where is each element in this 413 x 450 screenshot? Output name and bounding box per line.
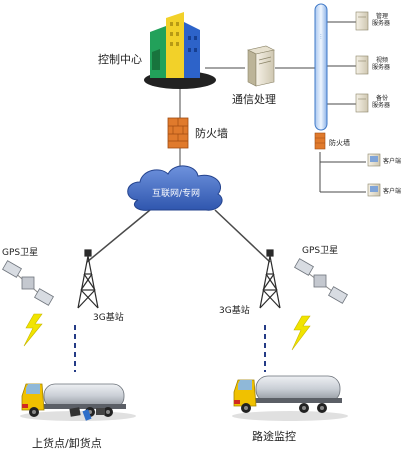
client-2-label: 客户端	[383, 187, 401, 195]
gps-left-label: GPS卫星	[2, 247, 38, 258]
firewall-server-icon	[314, 132, 326, 150]
server-1-label: 管理 服务器	[372, 12, 390, 27]
server-2-icon	[355, 55, 369, 75]
firewall-main-label: 防火墙	[195, 126, 228, 140]
server-3-label: 备份 服务器	[372, 94, 390, 109]
connector-lines	[86, 21, 366, 263]
comm-processing-label: 通信处理	[232, 93, 276, 106]
server-2-label: 视频 服务器	[372, 56, 390, 71]
internet-cloud-icon	[127, 165, 223, 211]
loading-point-label: 上货点/卸货点	[32, 436, 102, 450]
internet-vpn-label: 互联网/专网	[152, 187, 200, 199]
handheld-device-icon	[69, 407, 105, 421]
control-center-icon	[144, 12, 216, 89]
truck-left-icon	[20, 383, 136, 421]
route-monitoring-label: 路途监控	[252, 429, 296, 443]
tower-left-icon	[77, 249, 99, 309]
server-1-label-line1: 管理	[376, 12, 388, 20]
base-right-label: 3G基站	[219, 304, 250, 316]
gps-satellite-right-icon	[294, 258, 348, 304]
client-1-label: 客户端	[383, 157, 401, 165]
line-cloud-tower-left	[86, 209, 151, 263]
server-3-label-line1: 备份	[376, 94, 388, 102]
client-1-icon	[367, 153, 381, 167]
gps-right-label: GPS卫星	[302, 245, 338, 256]
lightning-right-icon	[291, 315, 311, 351]
server-1-label-line2: 服务器	[372, 19, 390, 27]
server-2-label-line1: 视频	[376, 56, 388, 64]
server-3-icon	[355, 93, 369, 113]
control-center-label: 控制中心	[98, 52, 142, 66]
firewall-main-icon	[167, 117, 189, 149]
lightning-left-icon	[23, 313, 43, 347]
dashed-links	[74, 325, 266, 372]
line-cloud-tower-right	[214, 209, 271, 263]
server-bus: ⋮	[314, 3, 328, 131]
server-2-label-line2: 服务器	[372, 63, 390, 71]
svg-text:⋮: ⋮	[319, 34, 324, 40]
server-1-icon	[355, 11, 369, 31]
comm-server-icon	[247, 45, 275, 87]
firewall-server-label: 防火墙	[329, 138, 350, 147]
truck-right-icon	[232, 375, 348, 421]
tower-right-icon	[259, 249, 281, 309]
gps-satellite-left-icon	[2, 260, 54, 306]
client-2-icon	[367, 183, 381, 197]
base-left-label: 3G基站	[93, 311, 124, 323]
server-3-label-line2: 服务器	[372, 101, 390, 109]
